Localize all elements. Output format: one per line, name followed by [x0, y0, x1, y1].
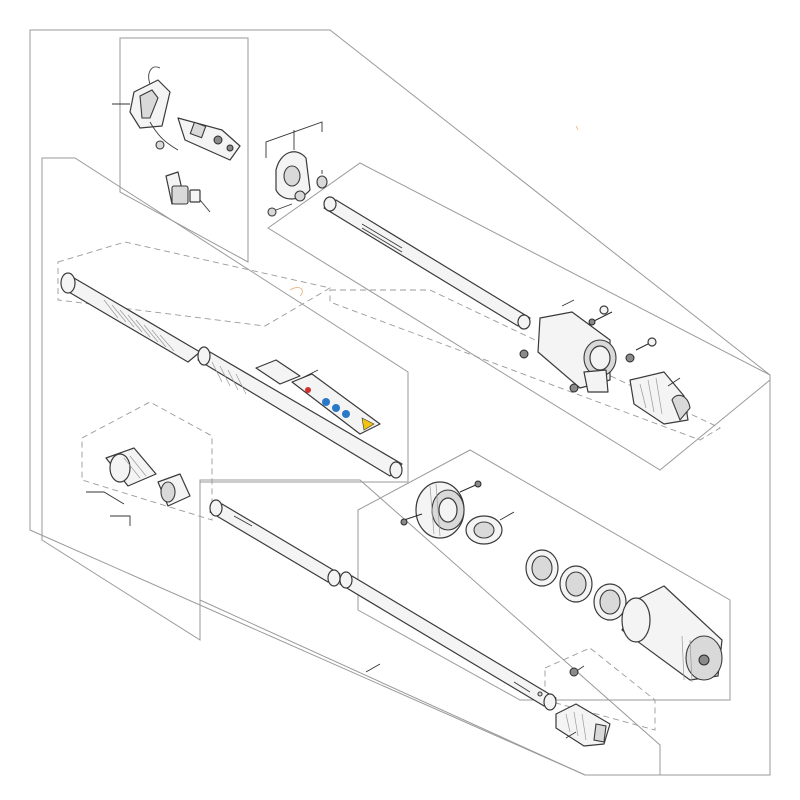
- bracket-leader: [265, 121, 323, 158]
- end-cap-screw: [569, 665, 585, 677]
- construction-mark: [289, 287, 303, 297]
- grip-tube-lower: [197, 346, 403, 479]
- grip-knurl-upper: [103, 299, 175, 352]
- lower-tube-section-2: [339, 571, 557, 711]
- bracket-nut: [316, 170, 328, 189]
- coupler-leader: [86, 491, 131, 526]
- label-blue-symbol-3: [342, 410, 350, 418]
- upper-drive-tube: [323, 196, 531, 330]
- lower-tube-leader: [365, 663, 381, 673]
- construction-tick: [575, 125, 579, 131]
- washer-leader: [499, 511, 515, 521]
- switch-box-part: [129, 66, 179, 151]
- lower-tube-frame: [199, 479, 661, 776]
- gear-housing-part: [415, 481, 465, 539]
- grip-knurl-lower: [211, 361, 247, 395]
- switch-trigger-part: [177, 117, 241, 161]
- cam-lock-part: [629, 371, 691, 425]
- label-blue-symbol-2: [332, 404, 340, 412]
- handle-grip-subframe: [57, 241, 332, 327]
- label-blue-symbol-1: [322, 398, 330, 406]
- end-cap-leader: [565, 731, 577, 739]
- clamp-leader: [561, 299, 575, 307]
- bearing-ring-3: [593, 583, 627, 621]
- bearing-ring-1: [525, 549, 559, 587]
- coupler-sleeve-part: [105, 447, 157, 487]
- spacer-washer-part: [465, 515, 503, 545]
- switch-lever-part: [165, 171, 211, 213]
- cam-lock-leader: [667, 377, 681, 387]
- gear-screws: [400, 480, 482, 526]
- clamp-bracket-part: [275, 151, 311, 202]
- coupler-subframe: [81, 401, 213, 521]
- bracket-subframe: [329, 289, 721, 441]
- clamp-screws: [519, 305, 657, 393]
- bearing-ring-2: [559, 565, 593, 603]
- lower-tube-section-1: [209, 499, 341, 587]
- mounting-clamp-part: [537, 311, 617, 393]
- coupler-ring-part: [157, 473, 191, 507]
- upper-tube-frame: [267, 162, 771, 471]
- motor-housing-part: [621, 585, 723, 683]
- label-leader: [301, 369, 319, 379]
- gearbox-frame: [357, 449, 731, 701]
- outer-frame: [29, 29, 771, 776]
- grip-tube-upper: [60, 272, 201, 363]
- drive-shaft-frame: [41, 157, 409, 641]
- switch-assembly-frame: [119, 37, 249, 263]
- label-warning-symbol: [361, 417, 375, 431]
- bracket-screw: [267, 203, 293, 217]
- label-red-symbol: [305, 387, 311, 393]
- end-cap-part: [555, 703, 611, 747]
